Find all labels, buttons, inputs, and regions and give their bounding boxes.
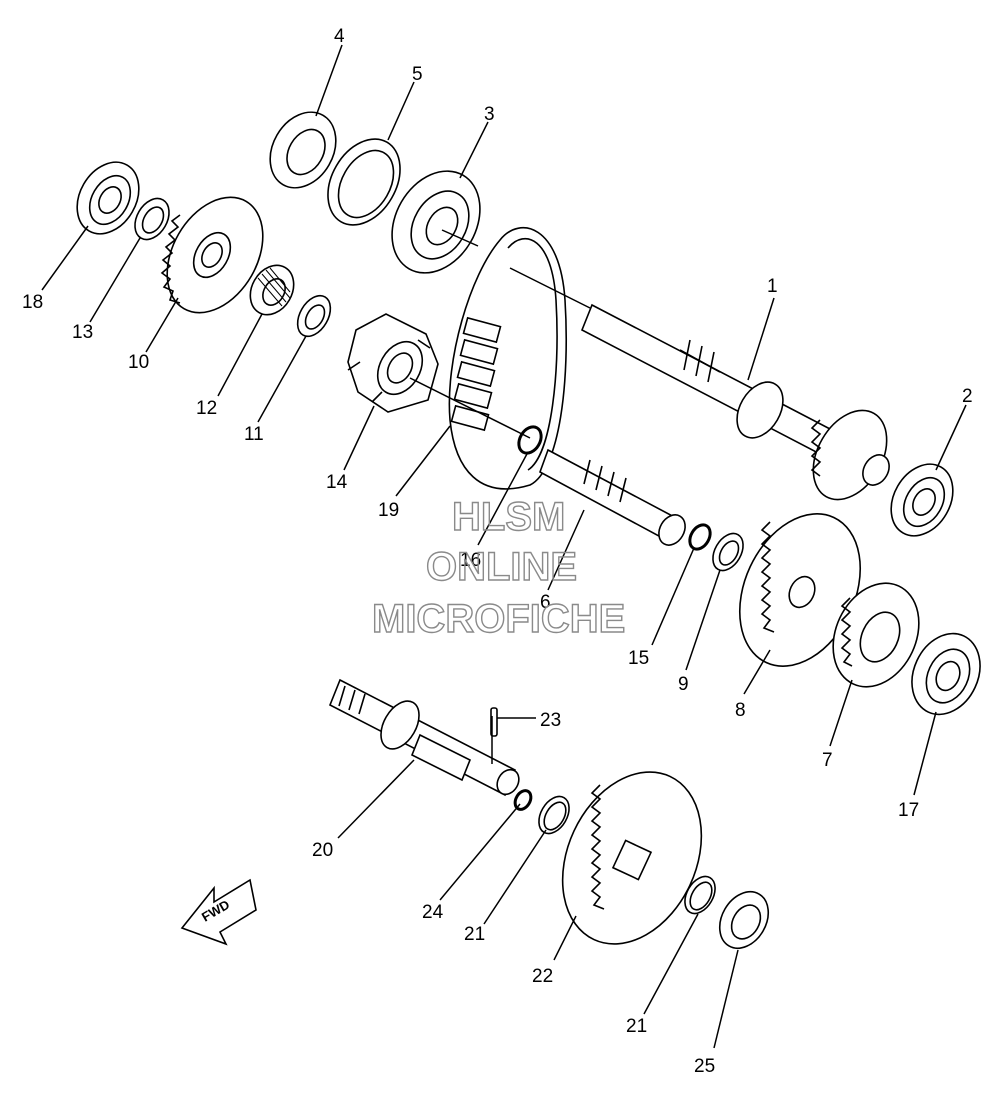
bearing-17 <box>911 632 981 716</box>
callout-14: 14 <box>326 472 348 493</box>
callout-15: 15 <box>628 648 649 669</box>
bearing-2 <box>890 463 954 537</box>
callout-19: 19 <box>378 500 399 521</box>
callout-labels: 1 2 3 4 5 6 7 8 9 10 11 12 13 14 15 16 1… <box>22 26 973 1077</box>
seal-4 <box>269 111 337 189</box>
circlip-21 <box>538 795 570 835</box>
callout-12: 12 <box>196 398 217 419</box>
ring-5 <box>327 138 401 226</box>
main-shaft-1 <box>580 303 890 501</box>
watermark-line-3: MICROFICHE <box>372 597 625 641</box>
oring-15 <box>688 523 712 551</box>
leader-lines <box>41 44 967 1049</box>
callout-21-lower: 21 <box>626 1016 647 1037</box>
needle-bearing-12 <box>249 264 295 316</box>
callout-18: 18 <box>22 292 43 313</box>
callout-20: 20 <box>312 840 333 861</box>
callout-3: 3 <box>484 104 495 125</box>
callout-21: 21 <box>464 924 485 945</box>
circlip-21-lower <box>684 875 716 915</box>
callout-23: 23 <box>540 710 561 731</box>
callout-22: 22 <box>532 966 553 987</box>
washer-11 <box>296 294 332 338</box>
shaft-6 <box>539 448 686 546</box>
shaft-20 <box>328 678 520 797</box>
oring-16 <box>517 425 543 455</box>
callout-16: 16 <box>460 550 481 571</box>
chain-links <box>450 316 502 432</box>
gear-10 <box>160 196 264 314</box>
callout-1: 1 <box>767 276 778 297</box>
callout-9: 9 <box>678 674 689 695</box>
callout-6: 6 <box>540 592 551 613</box>
callout-25: 25 <box>694 1056 715 1077</box>
callout-2: 2 <box>962 386 973 407</box>
callout-10: 10 <box>128 352 149 373</box>
callout-7: 7 <box>822 750 833 771</box>
callout-5: 5 <box>412 64 423 85</box>
gear-7 <box>832 582 920 688</box>
callout-24: 24 <box>422 902 444 923</box>
callout-11: 11 <box>244 424 264 445</box>
chain-19 <box>448 226 567 490</box>
needle-bearing-25 <box>718 890 770 950</box>
callout-4: 4 <box>334 26 345 47</box>
callout-13: 13 <box>72 322 93 343</box>
callout-17: 17 <box>898 800 919 821</box>
watermark: HLSM ONLINE MICROFICHE <box>371 494 626 641</box>
gear-22 <box>561 771 703 945</box>
watermark-line-1: HLSM <box>452 495 565 539</box>
watermark-line-2: ONLINE <box>426 545 577 589</box>
bearing-18 <box>76 161 140 235</box>
callout-8: 8 <box>735 700 746 721</box>
clutch-dog-14 <box>347 313 439 413</box>
washer-13 <box>134 197 170 241</box>
fwd-arrow-icon: FWD <box>180 878 257 946</box>
washer-9 <box>712 532 744 572</box>
ring-24 <box>513 789 533 811</box>
